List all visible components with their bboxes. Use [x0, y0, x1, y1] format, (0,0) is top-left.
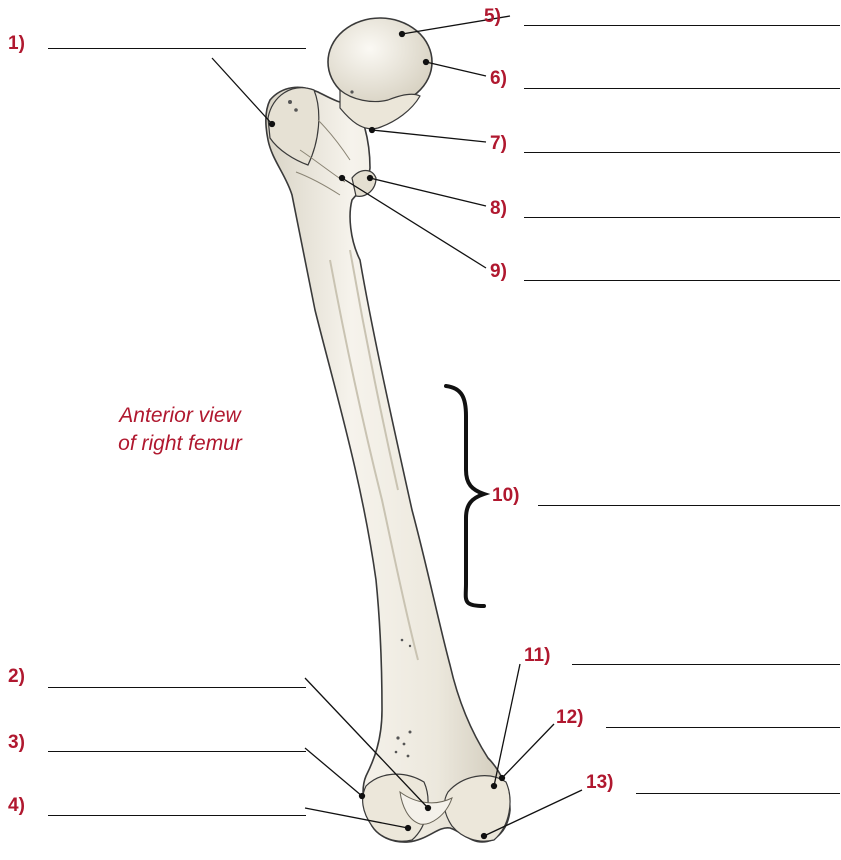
leader-line-8 [370, 178, 486, 206]
leader-dot-6 [424, 60, 429, 65]
figure-caption: Anterior view of right femur [60, 402, 300, 458]
answer-blank-9[interactable] [524, 280, 840, 281]
answer-blank-7[interactable] [524, 152, 840, 153]
label-number-12: 12) [556, 708, 583, 727]
answer-blank-6[interactable] [524, 88, 840, 89]
leader-line-6 [426, 62, 486, 76]
leader-line-1 [212, 58, 272, 124]
answer-blank-4[interactable] [48, 815, 306, 816]
leader-dot-7 [370, 128, 375, 133]
leader-dot-12 [500, 776, 505, 781]
femur-shaft-outline [266, 87, 510, 842]
answer-blank-1[interactable] [48, 48, 306, 49]
answer-blank-10[interactable] [538, 505, 840, 506]
leader-dot-9 [340, 176, 345, 181]
label-number-1: 1) [8, 34, 25, 53]
medial-condyle [445, 776, 510, 842]
label-number-4: 4) [8, 796, 25, 815]
answer-blank-13[interactable] [636, 793, 840, 794]
label-number-7: 7) [490, 134, 507, 153]
answer-blank-2[interactable] [48, 687, 306, 688]
leader-dot-4 [406, 826, 411, 831]
femur-bone [266, 18, 510, 842]
caption-line-2: of right femur [60, 430, 300, 458]
label-number-10: 10) [492, 486, 519, 505]
leader-dot-2 [426, 806, 431, 811]
label-number-8: 8) [490, 199, 507, 218]
leader-line-12 [502, 724, 554, 778]
leader-dot-5 [400, 32, 405, 37]
leader-line-9 [342, 178, 486, 268]
label-number-9: 9) [490, 262, 507, 281]
leader-line-3 [305, 748, 362, 796]
shaft-brace [446, 386, 484, 606]
label-number-11: 11) [524, 646, 550, 665]
leader-dot-1 [270, 122, 275, 127]
label-number-6: 6) [490, 69, 507, 88]
leader-dot-8 [368, 176, 373, 181]
leader-line-7 [372, 130, 486, 142]
label-number-13: 13) [586, 773, 613, 792]
leader-dot-13 [482, 834, 487, 839]
leader-dot-3 [360, 794, 365, 799]
label-number-2: 2) [8, 667, 25, 686]
label-number-3: 3) [8, 733, 25, 752]
answer-blank-12[interactable] [606, 727, 840, 728]
answer-blank-5[interactable] [524, 25, 840, 26]
leader-line-11 [494, 664, 520, 786]
answer-blank-3[interactable] [48, 751, 306, 752]
leader-dot-11 [492, 784, 497, 789]
label-number-5: 5) [484, 7, 501, 26]
answer-blank-8[interactable] [524, 217, 840, 218]
caption-line-1: Anterior view [60, 402, 300, 430]
answer-blank-11[interactable] [572, 664, 840, 665]
